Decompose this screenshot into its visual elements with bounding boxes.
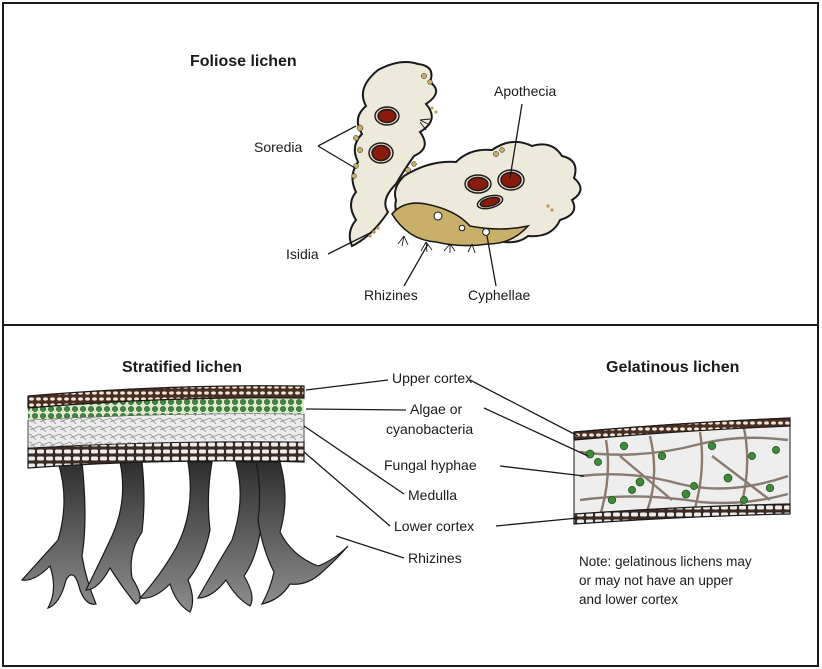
label-rhizines-top: Rhizines [364,287,418,303]
stratified-title: Stratified lichen [122,359,242,376]
label-isidia: Isidia [286,246,319,262]
label-fungal-hyphae: Fungal hyphae [384,457,477,473]
label-upper-cortex: Upper cortex [392,370,472,386]
note-line2: or may not have an upper [579,573,733,588]
label-soredia: Soredia [254,139,302,155]
foliose-title: Foliose lichen [190,53,297,70]
label-lower-cortex: Lower cortex [394,518,474,534]
label-algae-line1: Algae or [410,401,462,417]
label-algae-line2: cyanobacteria [386,421,473,437]
gelatinous-title: Gelatinous lichen [606,359,739,376]
label-cyphellae: Cyphellae [468,287,530,303]
gelatinous-lichen-illustration [574,418,790,524]
note-line3: and lower cortex [579,592,678,607]
label-rhizines-bottom: Rhizines [408,550,462,566]
label-medulla: Medulla [408,487,457,503]
note-line1: Note: gelatinous lichens may [579,554,752,569]
label-apothecia: Apothecia [494,83,556,99]
